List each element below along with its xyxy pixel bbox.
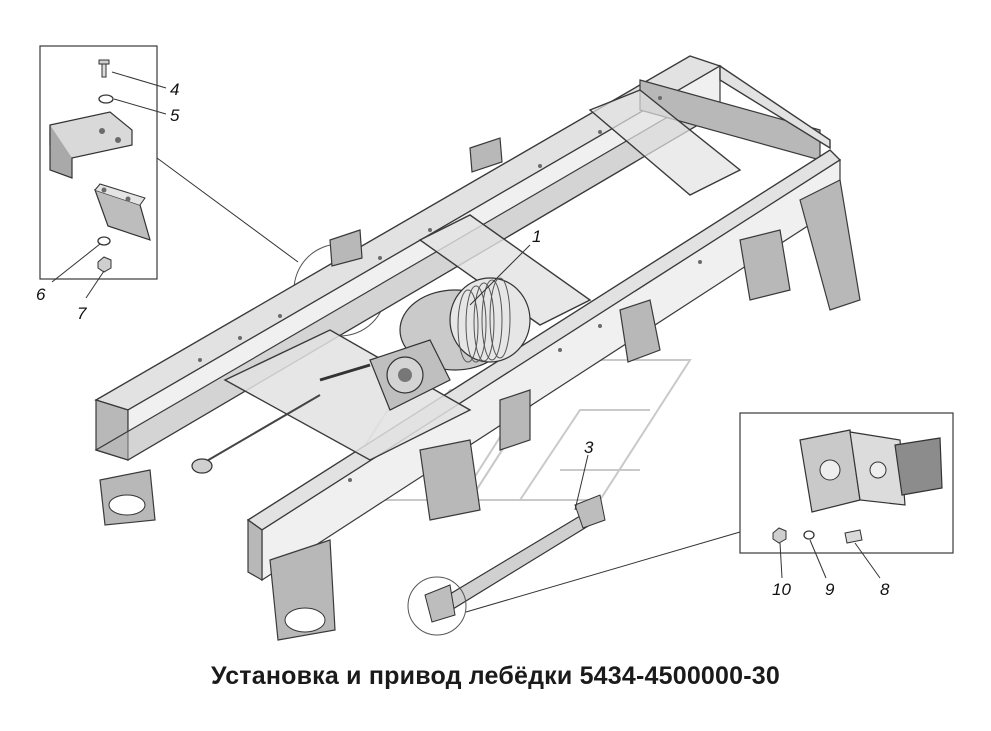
callout-leader-3 bbox=[574, 454, 589, 511]
bolt-icon bbox=[844, 529, 863, 544]
callout-8: 8 bbox=[880, 580, 890, 599]
spacer-plate-icon bbox=[94, 183, 151, 241]
nut-icon bbox=[772, 527, 787, 544]
callout-7: 7 bbox=[77, 304, 87, 323]
bolt-icon bbox=[98, 59, 110, 78]
universal-joint-icon bbox=[799, 429, 943, 513]
callout-4: 4 bbox=[170, 80, 179, 99]
callout-leader-1 bbox=[469, 244, 531, 306]
callout-5: 5 bbox=[170, 106, 180, 125]
bracket-plate-icon bbox=[49, 111, 133, 179]
lock-washer-icon bbox=[803, 530, 815, 540]
detail-box-bracket bbox=[39, 45, 167, 299]
shaft-connector-line bbox=[465, 531, 741, 613]
diagram-caption: Установка и привод лебёдки 5434-4500000-… bbox=[211, 662, 780, 690]
callout-9: 9 bbox=[825, 580, 835, 599]
frame-holes bbox=[198, 96, 702, 482]
shaft-detail-circle bbox=[407, 576, 467, 636]
frame-brackets bbox=[99, 137, 861, 641]
callout-6: 6 bbox=[36, 285, 46, 304]
frame-rear-crossmember bbox=[639, 64, 831, 161]
drive-shaft bbox=[424, 494, 606, 623]
winch-gearbox bbox=[319, 339, 451, 411]
callout-10: 10 bbox=[772, 580, 791, 599]
callout-3: 3 bbox=[584, 438, 594, 457]
callout-1: 1 bbox=[532, 227, 541, 246]
lock-washer-icon bbox=[97, 236, 111, 246]
detail-connector-line bbox=[156, 157, 299, 263]
washer-icon bbox=[98, 94, 114, 104]
winch-cable-hook bbox=[191, 394, 321, 474]
detail-box-universal-joint bbox=[739, 412, 954, 579]
nut-icon bbox=[97, 256, 112, 273]
